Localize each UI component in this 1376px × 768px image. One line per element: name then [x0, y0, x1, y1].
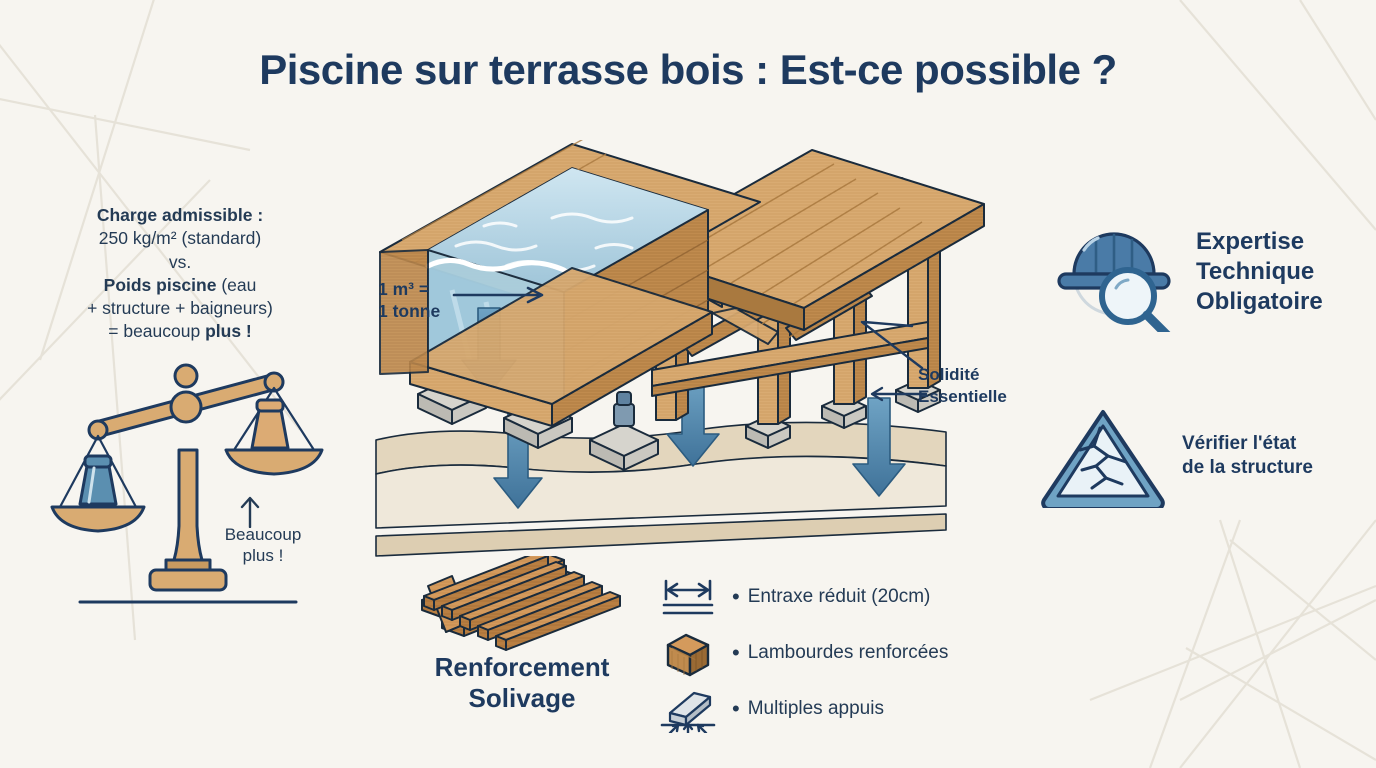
list-item-label: Entraxe réduit (20cm)	[747, 586, 931, 607]
load-comparison-text: Charge admissible : 250 kg/m² (standard)…	[36, 204, 324, 344]
arrow-up-icon	[240, 496, 260, 528]
joist-reinforcement-caption: Renforcement Solivage	[382, 652, 662, 713]
badge-expertise-line-2: Technique	[1196, 258, 1315, 286]
balance-scale-icon	[50, 363, 324, 604]
beaucoup-plus-label: Beaucoup plus !	[202, 524, 324, 567]
load-result-bold: plus !	[205, 321, 252, 342]
bullet-dot: •	[732, 640, 740, 665]
bullet-dot: •	[732, 584, 740, 609]
annotation-volume-weight: 1 m³ = 1 tonne	[378, 278, 440, 323]
badge-verifier-label: Vérifier l'état de la structure	[1182, 432, 1313, 479]
pool-footings	[417, 345, 659, 471]
bullet-dot: •	[732, 696, 740, 721]
badge-verifier-line-1: Vérifier l'état	[1182, 433, 1297, 455]
annotation-solidite-line-2: Essentielle	[918, 387, 1007, 407]
arrow-right-icon	[452, 286, 544, 304]
badge-verifier-structure: Vérifier l'état de la structure	[1038, 404, 1313, 508]
beaucoup-line-1: Beaucoup	[224, 525, 302, 544]
load-label-poids: Poids piscine	[103, 274, 217, 295]
ground-slab	[375, 421, 947, 557]
load-poids-detail: + structure + baigneurs)	[87, 298, 273, 319]
solidite-leader-lines	[860, 320, 928, 402]
joist-caption-line-2: Solivage	[468, 682, 576, 713]
load-value-standard: 250 kg/m² (standard)	[98, 228, 262, 249]
badge-expertise-label: Expertise Technique Obligatoire	[1196, 227, 1323, 316]
list-item-label: Lambourdes renforcées	[747, 642, 949, 663]
annotation-solidite-line-1: Solidité	[918, 365, 980, 384]
spacing-dimension-icon	[662, 579, 714, 615]
list-item: • Multiples appuis	[660, 684, 948, 734]
wood-joists-icon	[421, 556, 621, 651]
badge-verifier-line-2: de la structure	[1182, 457, 1313, 478]
annotation-m3-line-1: 1 m³ =	[378, 279, 430, 299]
wood-cube-icon	[666, 633, 710, 677]
isometric-pool-on-wood-deck	[375, 140, 985, 557]
annotation-m3-line-2: 1 tonne	[378, 301, 441, 322]
page-title: Piscine sur terrasse bois : Est-ce possi…	[259, 46, 1117, 93]
pool-bottom-rails	[409, 267, 713, 427]
joist-caption-line-1: Renforcement	[434, 652, 610, 682]
warning-triangle-crack-icon	[1041, 410, 1165, 508]
load-poids-rest: (eau	[216, 274, 257, 295]
annotation-solidite: Solidité Essentielle	[918, 364, 1007, 408]
beaucoup-line-2: plus !	[242, 546, 284, 566]
list-item-label: Multiples appuis	[747, 698, 884, 719]
badge-expertise-line-3: Obligatoire	[1196, 287, 1323, 315]
list-item: • Lambourdes renforcées	[660, 628, 948, 678]
load-vs: vs.	[168, 251, 192, 272]
reinforcement-bullet-list: • Entraxe réduit (20cm) •	[660, 572, 948, 740]
load-result-pre: = beaucoup	[108, 321, 206, 342]
list-item: • Entraxe réduit (20cm)	[660, 572, 948, 622]
beam-supports-icon	[660, 691, 716, 733]
hardhat-magnifier-icon	[1057, 232, 1171, 332]
load-label-admissible: Charge admissible :	[96, 205, 264, 225]
badge-expertise-line-1: Expertise	[1196, 228, 1305, 256]
badge-expertise-technique: Expertise Technique Obligatoire	[1056, 212, 1323, 332]
